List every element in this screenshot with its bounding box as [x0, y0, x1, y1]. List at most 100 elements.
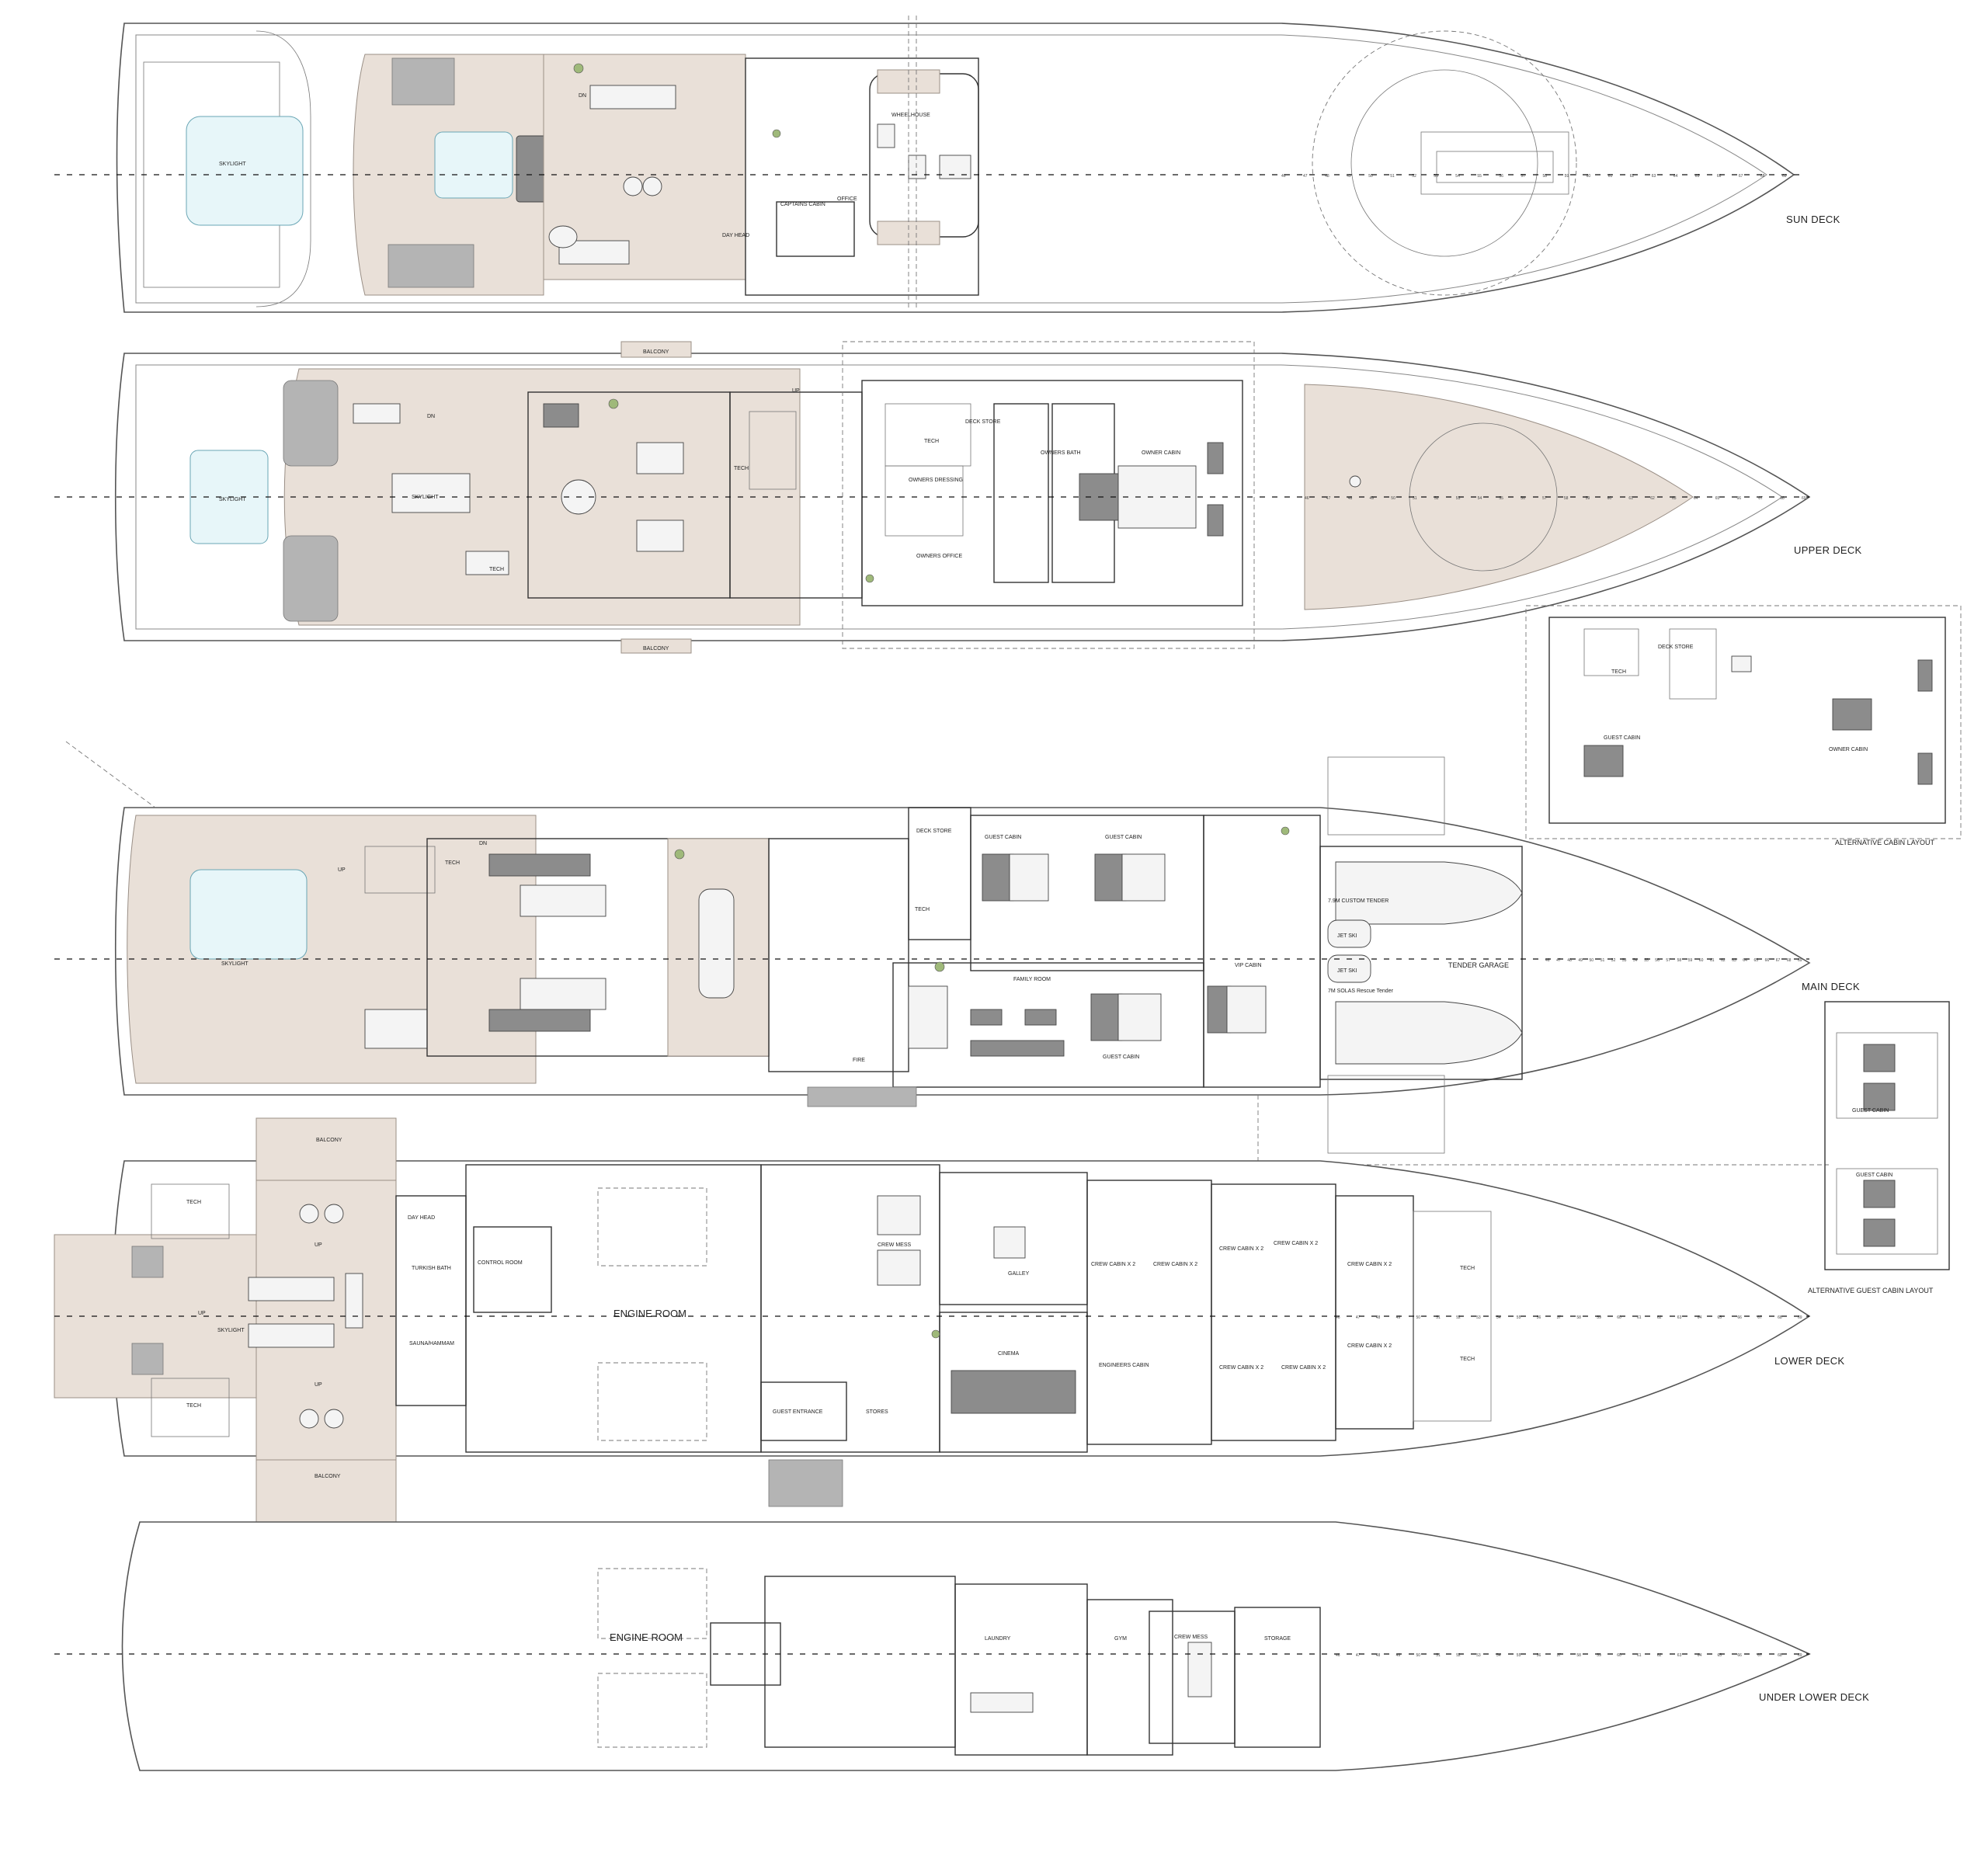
upper-balcony-top-label: BALCONY [643, 349, 669, 355]
frame-number: 56 [1499, 174, 1503, 179]
main-guest-cabin-2-label: GUEST CABIN [1105, 835, 1142, 840]
frame-number: 63 [1677, 1653, 1682, 1658]
upper-tech-label: TECH [489, 567, 504, 572]
main-deck-title: MAIN DECK [1802, 981, 1860, 992]
frame-number: 65 [1715, 496, 1720, 501]
frame-number: 52 [1456, 1315, 1461, 1320]
sun-office-label: OFFICE [837, 196, 857, 202]
frame-number: 53 [1434, 174, 1438, 179]
owners-dressing-label: OWNERS DRESSING [909, 478, 963, 483]
frame-number: 66 [1717, 174, 1722, 179]
frame-number: 62 [1630, 174, 1635, 179]
frame-number: 58 [1677, 958, 1682, 963]
sun-deck-title: SUN DECK [1786, 214, 1840, 225]
crew-mess-label: CREW MESS [878, 1242, 912, 1248]
control-room-label: CONTROL ROOM [478, 1260, 523, 1266]
alt-guest-cabin-2-label: GUEST CABIN [1856, 1173, 1892, 1178]
tender-solas-label: 7M SOLAS Rescue Tender [1328, 989, 1394, 994]
main-dn-label: DN [479, 841, 487, 846]
lower-tech-top-label: TECH [186, 1200, 201, 1205]
frame-number: 67 [1758, 496, 1763, 501]
frame-number: 58 [1576, 1315, 1581, 1320]
frame-number: 51 [1413, 496, 1417, 501]
lower-tech-fwd-1-label: TECH [1460, 1266, 1475, 1271]
main-deck-store-label: DECK STORE [916, 829, 952, 834]
owners-office-label: OWNERS OFFICE [916, 554, 962, 559]
captains-cabin-label: CAPTAINS CABIN [780, 202, 825, 207]
frame-number: 60 [1617, 1653, 1621, 1658]
frame-number: 50 [1590, 958, 1594, 963]
alt-tech-label: TECH [1611, 669, 1626, 675]
lower-day-head-label: DAY HEAD [408, 1215, 435, 1221]
frame-number: 52 [1456, 1653, 1461, 1658]
guest-entrance-label: GUEST ENTRANCE [773, 1409, 823, 1415]
main-tech2-label: TECH [915, 907, 930, 912]
lower-deck [54, 1117, 1811, 1531]
frame-number: 46 [1336, 1653, 1340, 1658]
frame-number: 61 [1628, 496, 1633, 501]
frame-number: 47 [1356, 1315, 1361, 1320]
gym-label: GYM [1114, 1636, 1127, 1642]
frame-number: 69 [1782, 174, 1787, 179]
galley-label: GALLEY [1008, 1271, 1030, 1277]
alternative-cabin-layout [1525, 605, 1962, 839]
upper-deck-title: UPPER DECK [1794, 544, 1862, 556]
frame-number: 47 [1326, 496, 1331, 501]
frame-number: 65 [1695, 174, 1700, 179]
alt-deck-store-label: DECK STORE [1658, 645, 1694, 650]
frame-number: 46 [1336, 1315, 1340, 1320]
main-skylight-label: SKYLIGHT [221, 961, 248, 967]
cinema-label: CINEMA [998, 1351, 1020, 1357]
frame-number: 56 [1655, 958, 1660, 963]
frame-number: 52 [1412, 174, 1416, 179]
stores-label: STORES [866, 1409, 888, 1415]
frame-number: 48 [1376, 1653, 1381, 1658]
sun-skylight-label: SKYLIGHT [219, 162, 246, 167]
frame-number: 52 [1434, 496, 1439, 501]
frame-number: 51 [1390, 174, 1395, 179]
frame-number: 61 [1637, 1653, 1642, 1658]
under-lower-deck-title: UNDER LOWER DECK [1759, 1691, 1869, 1703]
frame-number: 63 [1732, 958, 1736, 963]
frame-number: 68 [1778, 1653, 1782, 1658]
crew-cabin-1-label: CREW CABIN X 2 [1091, 1262, 1135, 1267]
frame-number: 59 [1565, 174, 1569, 179]
frame-number: 67 [1757, 1653, 1762, 1658]
frame-number: 46 [1305, 496, 1309, 501]
alt-guest-cabin-layout-title: ALTERNATIVE GUEST CABIN LAYOUT [1808, 1287, 1934, 1294]
main-guest-cabin-3-label: GUEST CABIN [1103, 1055, 1139, 1060]
frame-number: 50 [1416, 1653, 1421, 1658]
main-deck [54, 741, 1829, 1166]
frame-number: 55 [1477, 174, 1482, 179]
frame-number: 65 [1718, 1653, 1722, 1658]
lower-up-3-label: UP [198, 1311, 206, 1316]
under-engine-room-label: ENGINE ROOM [610, 1631, 683, 1643]
frame-number: 57 [1521, 174, 1526, 179]
crew-cabin-7-label: CREW CABIN X 2 [1347, 1262, 1392, 1267]
frame-number: 49 [1396, 1653, 1401, 1658]
frame-number: 62 [1657, 1315, 1662, 1320]
frame-number: 67 [1757, 1315, 1762, 1320]
frame-number: 63 [1652, 174, 1656, 179]
frame-number: 55 [1517, 1653, 1521, 1658]
frame-number: 63 [1672, 496, 1677, 501]
frame-number: 53 [1476, 1315, 1481, 1320]
frame-number: 53 [1456, 496, 1461, 501]
frame-number: 47 [1356, 1653, 1361, 1658]
frame-number: 49 [1578, 958, 1583, 963]
frame-number: 55 [1499, 496, 1503, 501]
frame-number: 51 [1436, 1653, 1441, 1658]
frame-number: 54 [1455, 174, 1460, 179]
frame-number: 49 [1347, 174, 1351, 179]
frame-number: 60 [1617, 1315, 1621, 1320]
crew-cabin-5-label: CREW CABIN X 2 [1219, 1365, 1263, 1371]
frame-number: 69 [1798, 958, 1802, 963]
frame-number: 59 [1586, 496, 1590, 501]
frame-number: 60 [1699, 958, 1704, 963]
frame-number: 49 [1396, 1315, 1401, 1320]
frame-number: 56 [1521, 496, 1525, 501]
upper-deck [54, 341, 1811, 654]
frame-number: 50 [1391, 496, 1395, 501]
lower-deck-title: LOWER DECK [1774, 1355, 1844, 1367]
crew-cabin-6-label: CREW CABIN X 2 [1281, 1365, 1326, 1371]
